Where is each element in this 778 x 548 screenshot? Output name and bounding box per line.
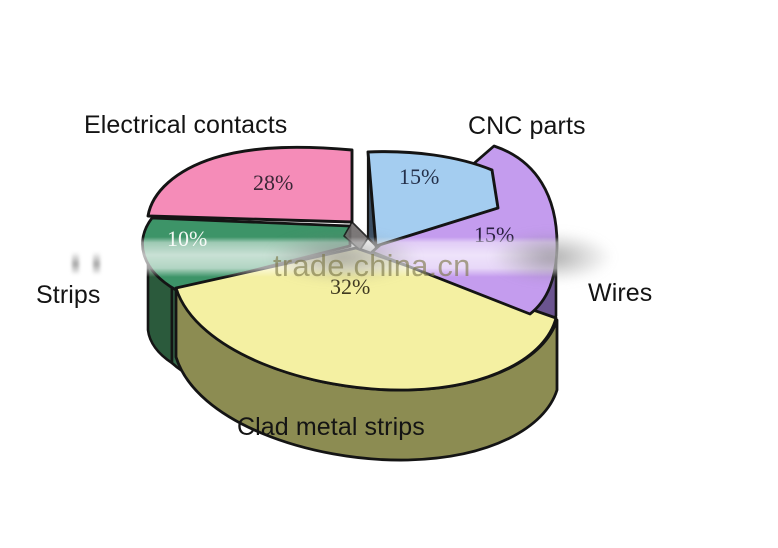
slice-top-cnc-parts: [366, 150, 500, 248]
slice-percent-wires: 15%: [474, 222, 515, 247]
category-label-wires: Wires: [588, 279, 653, 307]
slice-top-clad-metal-strips: [174, 246, 558, 392]
slice-percent-electrical-contacts: 28%: [253, 170, 294, 195]
category-label-clad-metal-strips: Clad metal strips: [237, 413, 425, 441]
category-label-electrical-contacts: Electrical contacts: [84, 111, 288, 139]
slice-percent-clad-metal-strips: 32%: [330, 274, 371, 299]
slice-percent-cnc-parts: 15%: [399, 164, 440, 189]
slice-percent-strips: 10%: [167, 226, 208, 251]
slice-top-electrical-contacts: [146, 145, 354, 224]
category-label-strips: Strips: [36, 281, 101, 309]
category-label-cnc-parts: CNC parts: [468, 112, 586, 140]
